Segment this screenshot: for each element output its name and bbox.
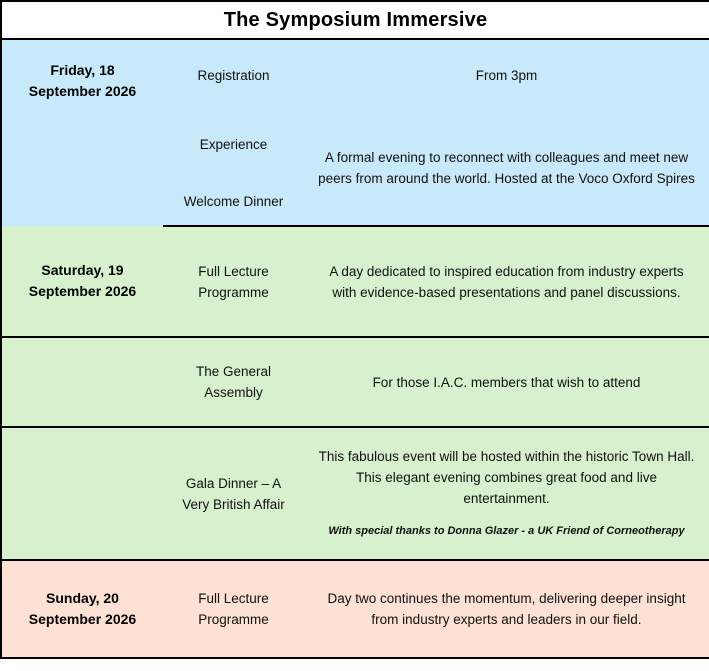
event-name-registration: Registration: [197, 68, 270, 83]
event-name-cell: Gala Dinner – A Very British Affair: [163, 426, 304, 561]
schedule-row-gala-dinner: Gala Dinner – A Very British Affair This…: [1, 426, 709, 561]
date-friday: Friday, 18 September 2026: [28, 62, 137, 99]
event-name-cell: Full Lecture Programme: [163, 225, 304, 338]
event-name-cell: Registration: [163, 38, 304, 111]
event-description-cell: This fabulous event will be hosted withi…: [304, 426, 709, 561]
title-row: The Symposium Immersive: [1, 1, 709, 40]
event-name-gala-dinner: Gala Dinner – A Very British Affair: [182, 475, 285, 512]
date-cell-empty: [1, 426, 163, 561]
date-cell-friday: Friday, 18 September 2026: [1, 38, 163, 226]
event-description-cell: Day two continues the momentum, deliveri…: [304, 559, 709, 659]
date-sunday: Sunday, 20 September 2026: [28, 590, 137, 627]
event-description-welcome-dinner: A formal evening to reconnect with colle…: [318, 150, 695, 186]
event-description-cell: A day dedicated to inspired education fr…: [304, 225, 709, 338]
date-cell-saturday: Saturday, 19 September 2026: [1, 225, 163, 338]
date-saturday: Saturday, 19 September 2026: [28, 262, 137, 299]
event-name-stack: Experience Welcome Dinner: [163, 111, 304, 224]
special-thanks-note: With special thanks to Donna Glazer - a …: [328, 524, 685, 537]
event-description-general-assembly: For those I.A.C. members that wish to at…: [372, 374, 641, 390]
schedule-row-saturday-lectures: Saturday, 19 September 2026 Full Lecture…: [1, 225, 709, 338]
date-cell-empty: [1, 336, 163, 428]
event-name-cell: The General Assembly: [163, 336, 304, 428]
date-cell-sunday: Sunday, 20 September 2026: [1, 559, 163, 659]
event-name-welcome-dinner: Welcome Dinner: [183, 194, 284, 209]
schedule-row-friday-registration: Friday, 18 September 2026 Registration F…: [1, 38, 709, 226]
event-description-cell: A formal evening to reconnect with colle…: [304, 111, 709, 227]
event-description-registration: From 3pm: [475, 68, 538, 83]
schedule-row-friday-evening: Experience Welcome Dinner A formal eveni…: [1, 111, 709, 227]
event-name-experience: Experience: [199, 137, 268, 152]
event-name-cell: Full Lecture Programme: [163, 559, 304, 659]
schedule-row-general-assembly: The General Assembly For those I.A.C. me…: [1, 336, 709, 428]
event-name-general-assembly: The General Assembly: [195, 364, 272, 400]
event-description-gala-dinner: This fabulous event will be hosted withi…: [318, 448, 695, 506]
event-name-full-lecture-sun: Full Lecture Programme: [198, 591, 269, 627]
schedule-row-sunday-lectures: Sunday, 20 September 2026 Full Lecture P…: [1, 559, 709, 659]
event-description-full-lecture-sun: Day two continues the momentum, deliveri…: [327, 591, 686, 627]
event-description-full-lecture-sat: A day dedicated to inspired education fr…: [329, 263, 684, 300]
event-description-cell: From 3pm: [304, 38, 709, 111]
event-name-full-lecture-sat: Full Lecture Programme: [198, 263, 269, 300]
event-name-cell: Experience Welcome Dinner: [163, 111, 304, 227]
event-description-cell: For those I.A.C. members that wish to at…: [304, 336, 709, 428]
title-cell: The Symposium Immersive: [1, 1, 709, 40]
page-title: The Symposium Immersive: [223, 8, 488, 31]
